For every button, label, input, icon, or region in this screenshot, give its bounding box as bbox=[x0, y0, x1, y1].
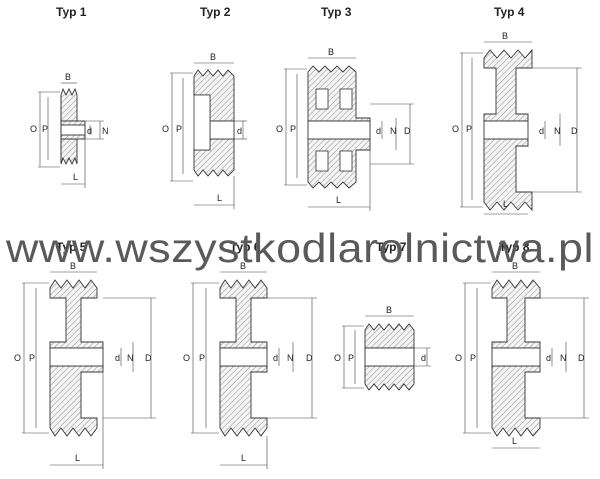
label-B: B bbox=[210, 52, 216, 62]
label-B: B bbox=[512, 261, 518, 271]
label-P: P bbox=[348, 353, 354, 363]
label-d: d bbox=[546, 353, 551, 363]
label-N: N bbox=[287, 353, 294, 363]
label-L: L bbox=[241, 453, 246, 463]
diagram-title: Typ 5 bbox=[56, 240, 87, 254]
label-d: d bbox=[237, 126, 242, 136]
diagram-typ-4: Typ 4 O P B d N D L bbox=[452, 5, 582, 215]
label-P: P bbox=[42, 124, 48, 134]
label-O: O bbox=[276, 124, 283, 134]
watermark-text: www.wszystkodlarolnictwa.pl bbox=[5, 225, 594, 271]
label-O: O bbox=[162, 124, 169, 134]
label-L: L bbox=[512, 436, 517, 446]
diagram-title: Typ 3 bbox=[321, 5, 352, 19]
diagram-typ-7: Typ 7 O P B d bbox=[334, 240, 431, 391]
label-L: L bbox=[217, 193, 222, 203]
label-L: L bbox=[75, 453, 80, 463]
label-L: L bbox=[73, 172, 78, 182]
diagram-title: Typ 7 bbox=[376, 240, 407, 254]
diagram-typ-1: Typ 1 O P B d N L bbox=[30, 5, 109, 188]
label-P: P bbox=[29, 353, 35, 363]
diagram-title: Typ 2 bbox=[200, 5, 231, 19]
diagram-typ-3: Typ 3 O P B d N D L bbox=[276, 5, 414, 211]
label-O: O bbox=[14, 353, 21, 363]
label-d: d bbox=[87, 126, 92, 136]
label-O: O bbox=[30, 124, 37, 134]
label-B: B bbox=[502, 31, 508, 41]
label-D: D bbox=[578, 353, 585, 363]
diagram-title: Typ 4 bbox=[494, 5, 525, 19]
label-d: d bbox=[421, 353, 426, 363]
label-B: B bbox=[328, 47, 334, 57]
label-d: d bbox=[115, 353, 120, 363]
label-O: O bbox=[455, 353, 462, 363]
label-P: P bbox=[176, 124, 182, 134]
label-d: d bbox=[539, 126, 544, 136]
label-B: B bbox=[240, 261, 246, 271]
label-N: N bbox=[554, 126, 561, 136]
label-D: D bbox=[571, 126, 578, 136]
label-d: d bbox=[376, 126, 381, 136]
label-N: N bbox=[102, 126, 109, 136]
label-O: O bbox=[183, 353, 190, 363]
label-L: L bbox=[503, 199, 508, 209]
label-P: P bbox=[470, 353, 476, 363]
label-d: d bbox=[273, 353, 278, 363]
label-B: B bbox=[386, 305, 392, 315]
diagram-title: Typ 6 bbox=[230, 240, 261, 254]
diagram-typ-8: Typ 8 O P B d N D L bbox=[455, 240, 589, 449]
label-P: P bbox=[199, 353, 205, 363]
label-L: L bbox=[336, 195, 341, 205]
label-P: P bbox=[290, 124, 296, 134]
diagram-typ-2: Typ 2 O P B d L bbox=[162, 5, 247, 209]
diagram-title: Typ 1 bbox=[56, 5, 87, 19]
label-P: P bbox=[466, 124, 472, 134]
label-O: O bbox=[452, 124, 459, 134]
label-D: D bbox=[145, 353, 152, 363]
label-N: N bbox=[390, 126, 397, 136]
diagram-typ-6: Typ 6 O P B d N D L bbox=[183, 240, 317, 469]
label-D: D bbox=[306, 353, 313, 363]
label-N: N bbox=[127, 353, 134, 363]
diagram-typ-5: Typ 5 O P B d N D L bbox=[14, 240, 156, 469]
label-N: N bbox=[560, 353, 567, 363]
label-D: D bbox=[404, 126, 411, 136]
label-O: O bbox=[334, 353, 341, 363]
label-B: B bbox=[70, 261, 76, 271]
diagram-title: Typ 8 bbox=[499, 240, 530, 254]
label-B: B bbox=[65, 72, 71, 82]
